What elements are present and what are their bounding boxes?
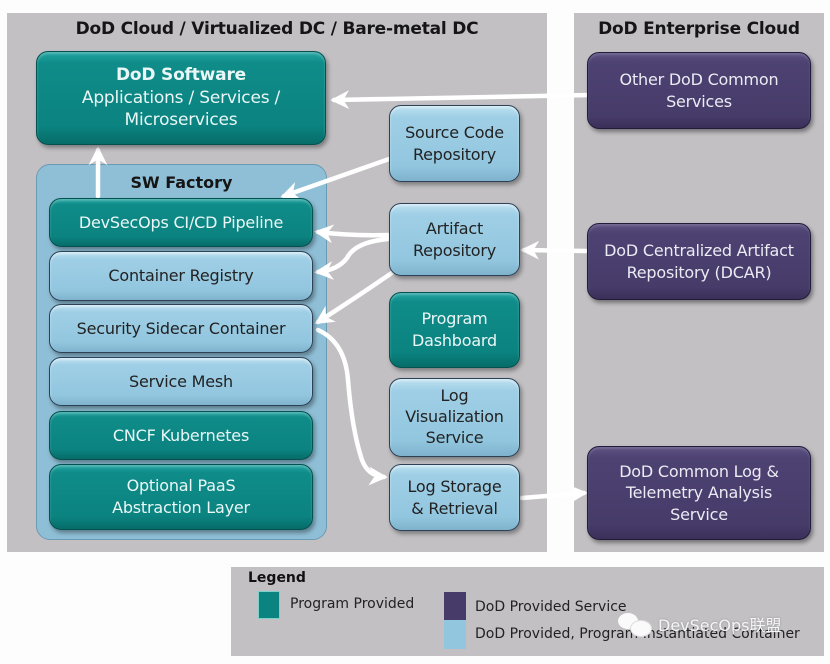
dod-software-line1: Applications / Services / (81, 87, 281, 108)
cncf-kubernetes-box[interactable]: CNCF Kubernetes (49, 411, 313, 460)
legend-swatch-dod-provided-container (444, 620, 466, 649)
container-registry-label: Container Registry (108, 266, 254, 286)
log-telemetry-line2: Telemetry Analysis (625, 483, 773, 503)
legend-label-dod-provided-service: DoD Provided Service (475, 599, 627, 615)
artifact-repository-box[interactable]: Artifact Repository (389, 203, 520, 276)
source-code-repository-box[interactable]: Source Code Repository (389, 105, 520, 182)
container-registry-box[interactable]: Container Registry (49, 251, 313, 301)
log-storage-line2: & Retrieval (411, 498, 498, 518)
wechat-icon (618, 613, 652, 637)
sw-factory-title: SW Factory (130, 173, 233, 192)
other-dod-common-services-box[interactable]: Other DoD Common Services (587, 52, 811, 129)
cncf-kubernetes-label: CNCF Kubernetes (112, 425, 250, 445)
watermark-text: DevSecOps联盟 (658, 616, 782, 635)
log-telemetry-box[interactable]: DoD Common Log & Telemetry Analysis Serv… (587, 446, 811, 540)
other-services-line1: Other DoD Common (619, 69, 779, 89)
dashboard-line2: Dashboard (411, 331, 497, 350)
log-telemetry-line3: Service (670, 504, 728, 524)
legend-swatch-program-provided (258, 591, 280, 619)
paas-abstraction-box[interactable]: Optional PaaS Abstraction Layer (49, 464, 313, 530)
security-sidecar-box[interactable]: Security Sidecar Container (49, 304, 313, 353)
log-storage-box[interactable]: Log Storage & Retrieval (389, 464, 520, 531)
dod-cloud-panel-title: DoD Cloud / Virtualized DC / Bare-metal … (75, 19, 479, 39)
legend-title: Legend (248, 570, 306, 586)
log-telemetry-line1: DoD Common Log & (619, 461, 779, 481)
dod-software-title: DoD Software (116, 64, 246, 85)
log-vis-line2: Visualization (405, 407, 504, 427)
dcar-line1: DoD Centralized Artifact (604, 240, 794, 260)
program-dashboard-box[interactable]: Program Dashboard (389, 292, 520, 368)
legend-swatch-dod-provided-service (444, 592, 466, 620)
service-mesh-box[interactable]: Service Mesh (49, 357, 313, 406)
log-storage-line1: Log Storage (407, 476, 502, 496)
devsecops-pipeline-box[interactable]: DevSecOps CI/CD Pipeline (49, 198, 313, 247)
paas-abstraction-line2: Abstraction Layer (112, 498, 250, 517)
log-visualization-box[interactable]: Log Visualization Service (389, 378, 520, 457)
source-code-line1: Source Code (405, 122, 504, 142)
service-mesh-label: Service Mesh (129, 371, 233, 391)
log-vis-line3: Service (425, 427, 484, 447)
dashboard-line1: Program (421, 309, 488, 329)
security-sidecar-label: Security Sidecar Container (76, 318, 286, 338)
watermark: DevSecOps联盟 (618, 612, 782, 637)
source-code-line2: Repository (412, 144, 497, 164)
legend-label-program-provided: Program Provided (290, 596, 415, 612)
artifact-line2: Repository (412, 240, 497, 260)
dod-software-line2: Microservices (124, 110, 238, 131)
dcar-box[interactable]: DoD Centralized Artifact Repository (DCA… (587, 223, 811, 300)
artifact-line1: Artifact (425, 218, 484, 238)
other-services-line2: Services (666, 91, 732, 111)
paas-abstraction-line1: Optional PaaS (126, 476, 236, 496)
devsecops-pipeline-label: DevSecOps CI/CD Pipeline (78, 212, 284, 232)
enterprise-cloud-panel-title: DoD Enterprise Cloud (598, 19, 800, 39)
dod-software-box[interactable]: DoD Software Applications / Services / M… (36, 51, 326, 145)
log-vis-line1: Log (440, 386, 469, 406)
dcar-line2: Repository (DCAR) (626, 262, 772, 282)
